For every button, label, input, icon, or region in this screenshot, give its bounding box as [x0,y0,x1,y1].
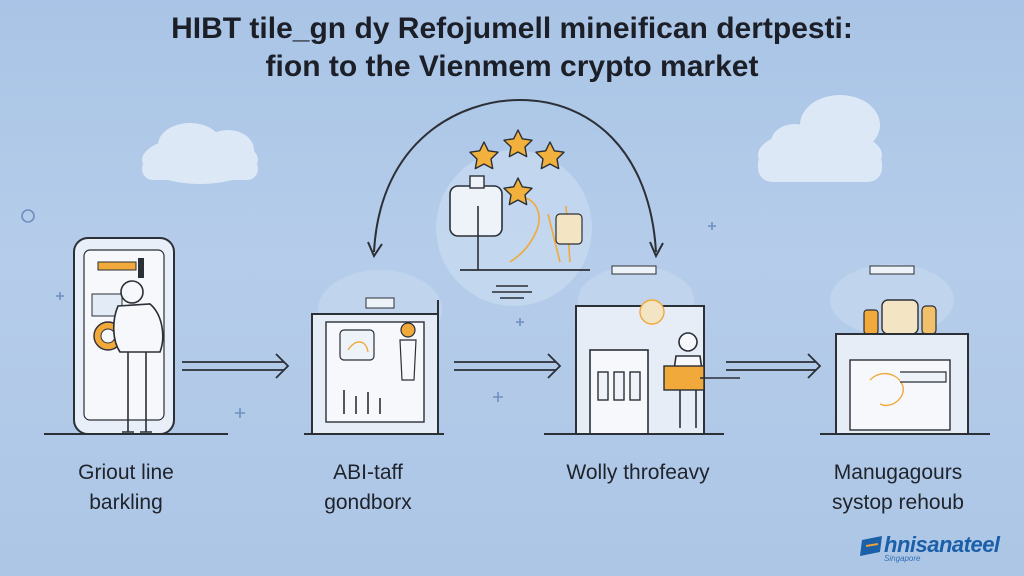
center-machine [436,150,592,306]
step-3-caption-line-1: Wolly throfeavy [566,461,710,484]
star-icon [469,129,565,206]
step-3-caption: Wolly throfeavy [518,458,758,488]
arrow-right-icon [454,353,562,379]
cycle-arrow-icon [367,98,664,259]
title-line-2: fion to the Vienmem crypto market [265,50,759,83]
arrow-right-icon [182,353,290,379]
person-icon [112,280,164,433]
step-1-caption-line-1: Griout line [78,461,174,484]
step-4-caption-line-2: systop rehoub [832,491,964,514]
step-2-caption-line-1: ABI-taff [333,461,403,484]
title-line-1: HIBT tile_gn dy Refojumell mineifican de… [171,12,853,45]
step-1-caption: Griout line barkling [6,458,246,518]
cloud-icon [758,95,882,182]
step-2-caption: ABI-taff gondborx [248,458,488,518]
cloud-icon [142,123,258,184]
person-icon [663,332,740,428]
step-4-caption: Manugagours systop rehoub [778,458,1018,518]
step-2-caption-line-2: gondborx [324,491,412,514]
brand-name: hnisanateel [884,532,1000,557]
sparkle-icon [21,209,716,418]
brand-tagline: Singapore [884,554,921,563]
brand-logo-icon [860,536,882,556]
step-1-caption-line-2: barkling [89,491,163,514]
factory-icon [575,265,705,435]
brand-logo: hnisanateel Singapore [858,528,1000,563]
factory-icon [311,270,442,435]
arrow-right-icon [726,353,822,379]
step-4-caption-line-1: Manugagours [833,461,963,484]
factory-icon [830,264,969,435]
